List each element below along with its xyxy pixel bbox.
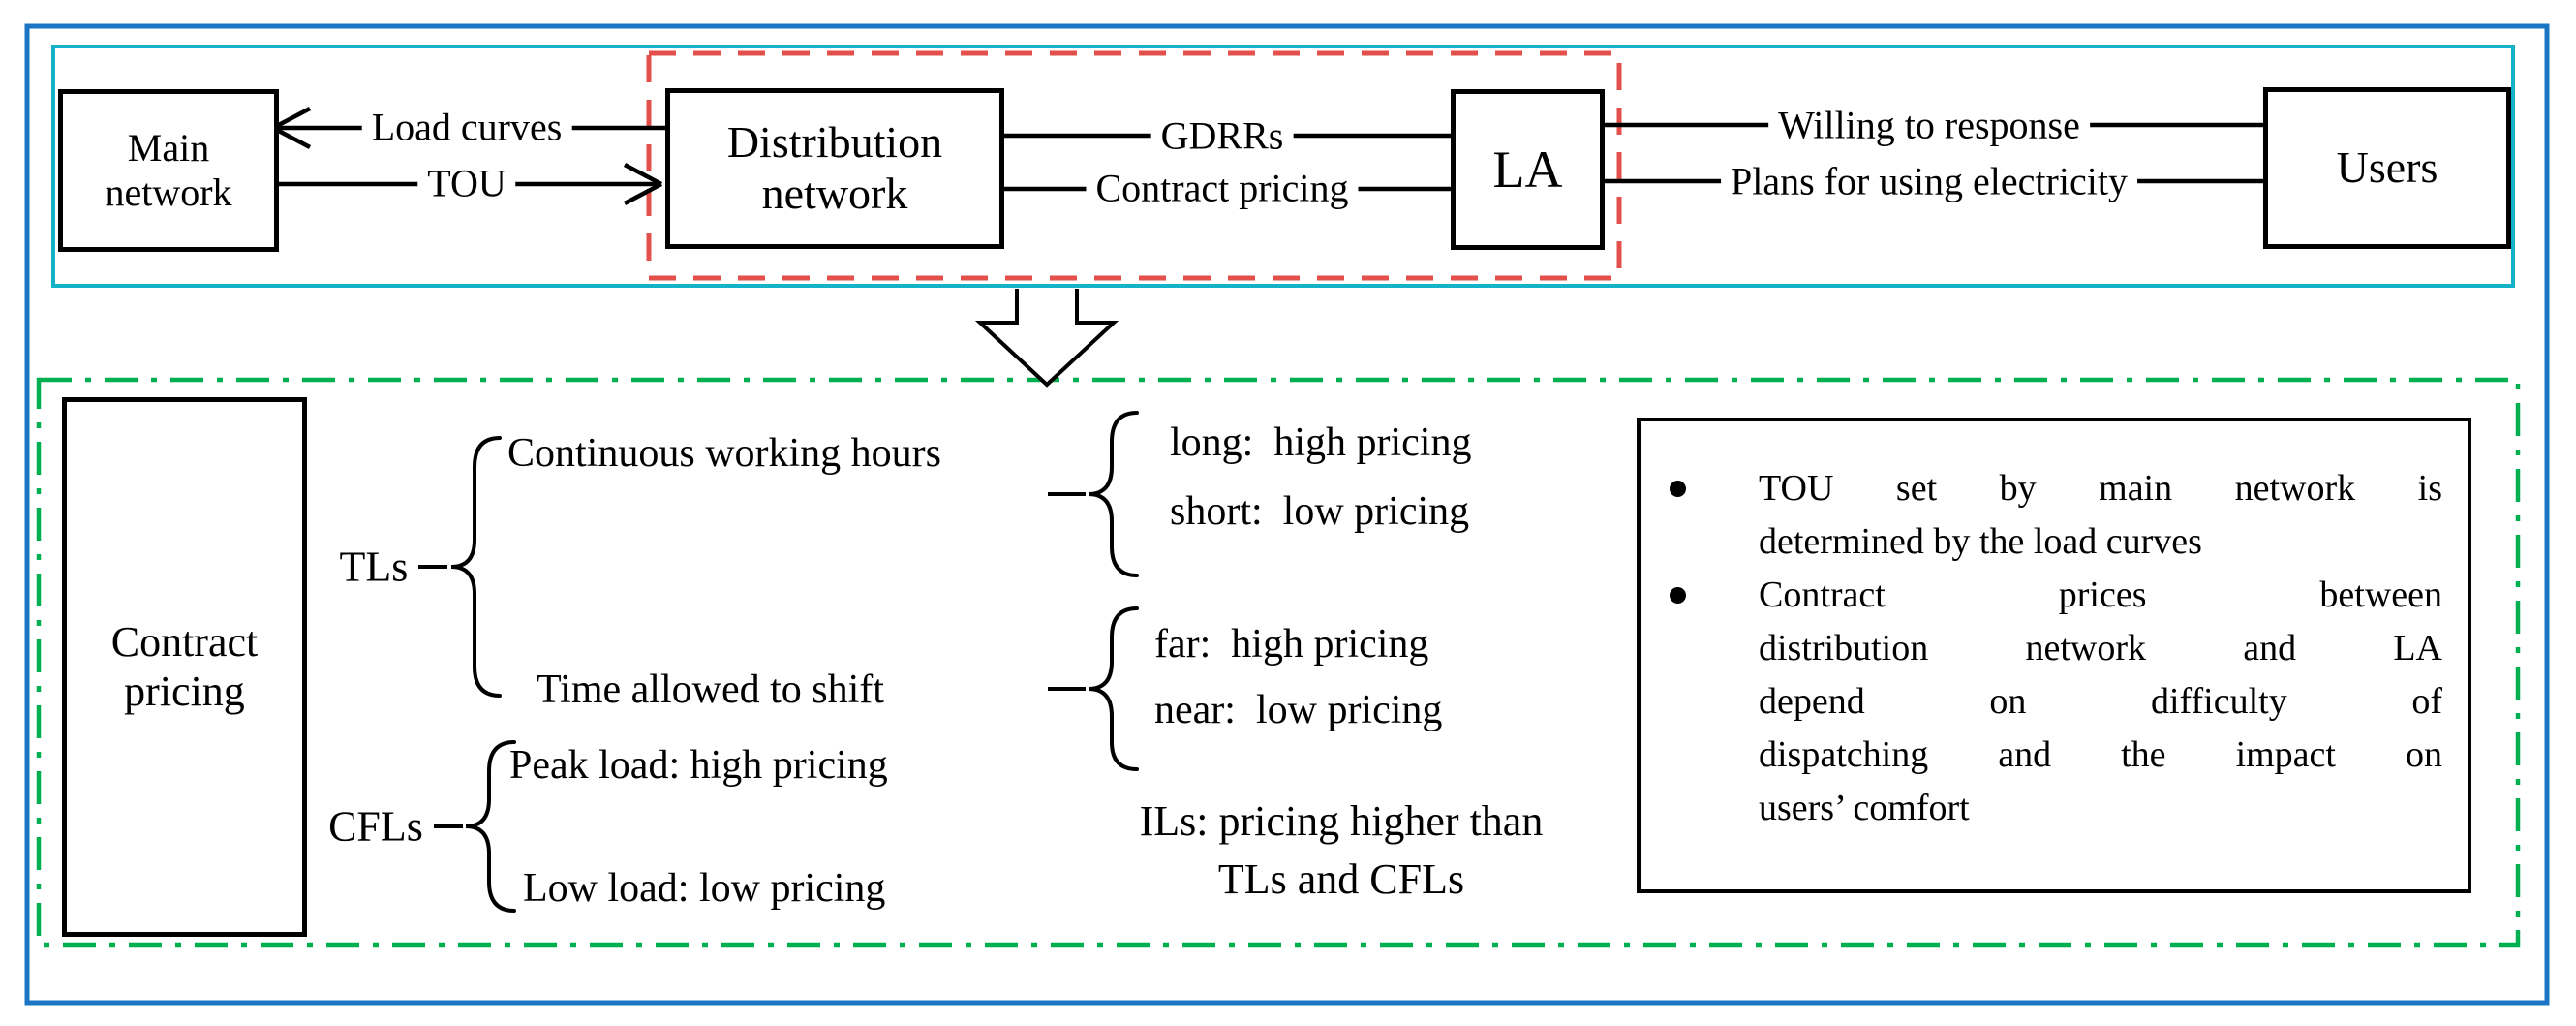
la-box: LA	[1451, 89, 1605, 250]
distribution-network-box: Distribution network	[665, 88, 1004, 249]
shift-brace	[1088, 606, 1139, 771]
note-line: users’ comfort	[1759, 788, 1970, 828]
long-option: long: high pricing	[1170, 420, 1472, 465]
contract-pricing-box: Contract pricing	[62, 397, 307, 937]
ils-note: ILs: pricing higher than TLs and CFLs	[1065, 793, 1617, 909]
tls-brace	[450, 436, 502, 698]
continuous-working-hours-label: Continuous working hours	[507, 431, 942, 476]
hours-brace	[1088, 411, 1139, 577]
load-curves-arrowhead	[271, 107, 312, 149]
outer-border	[24, 23, 2550, 1006]
peak-load-option: Peak load: high pricing	[509, 743, 888, 788]
cfls-label: CFLs	[328, 802, 423, 851]
bullet-icon	[1670, 481, 1686, 497]
far-near-options: far: high pricing near: low pricing	[1154, 611, 1442, 743]
plans-for-using-electricity-label: Plans for using electricity	[1721, 158, 2137, 204]
time-allowed-to-shift-label: Time allowed to shift	[537, 668, 884, 712]
main-network-box: Main network	[58, 89, 279, 252]
note-line: determined by the load curves	[1759, 521, 2202, 562]
willing-to-response-label: Willing to response	[1768, 102, 2090, 148]
top-section-border	[51, 45, 2515, 288]
notes-box: TOU set by main network is determined by…	[1637, 418, 2471, 893]
note-line: distribution network and LA	[1759, 628, 2442, 668]
low-load-option: Low load: low pricing	[523, 866, 886, 911]
bottom-section-border	[36, 377, 2521, 948]
red-dashed-border	[646, 50, 1622, 281]
note-item-contract: Contract prices between distribution net…	[1641, 569, 2442, 835]
users-box: Users	[2263, 87, 2511, 249]
cfls-brace	[465, 740, 516, 913]
tls-label: TLs	[339, 543, 409, 591]
long-short-options: long: high pricing short: low pricing	[1170, 409, 1471, 546]
tou-label: TOU	[417, 160, 516, 206]
load-curves-label: Load curves	[361, 104, 572, 150]
far-option: far: high pricing	[1154, 622, 1429, 667]
note-item-tou: TOU set by main network is determined by…	[1641, 462, 2442, 569]
gdrrs-label: GDRRs	[1150, 112, 1294, 159]
contract-pricing-line-label: Contract pricing	[1086, 165, 1359, 211]
note-line: Contract prices between	[1759, 575, 2442, 615]
bullet-icon	[1670, 587, 1686, 604]
note-line: depend on difficulty of	[1759, 681, 2442, 722]
ils-note-line2: TLs and CFLs	[1217, 855, 1465, 903]
near-option: near: low pricing	[1154, 688, 1443, 732]
note-line: TOU set by main network is	[1759, 468, 2442, 509]
short-option: short: low pricing	[1170, 489, 1470, 534]
tou-arrowhead	[623, 163, 663, 205]
note-line: dispatching and the impact on	[1759, 734, 2442, 775]
down-arrow-icon	[974, 289, 1119, 388]
ils-note-line1: ILs: pricing higher than	[1139, 797, 1544, 845]
